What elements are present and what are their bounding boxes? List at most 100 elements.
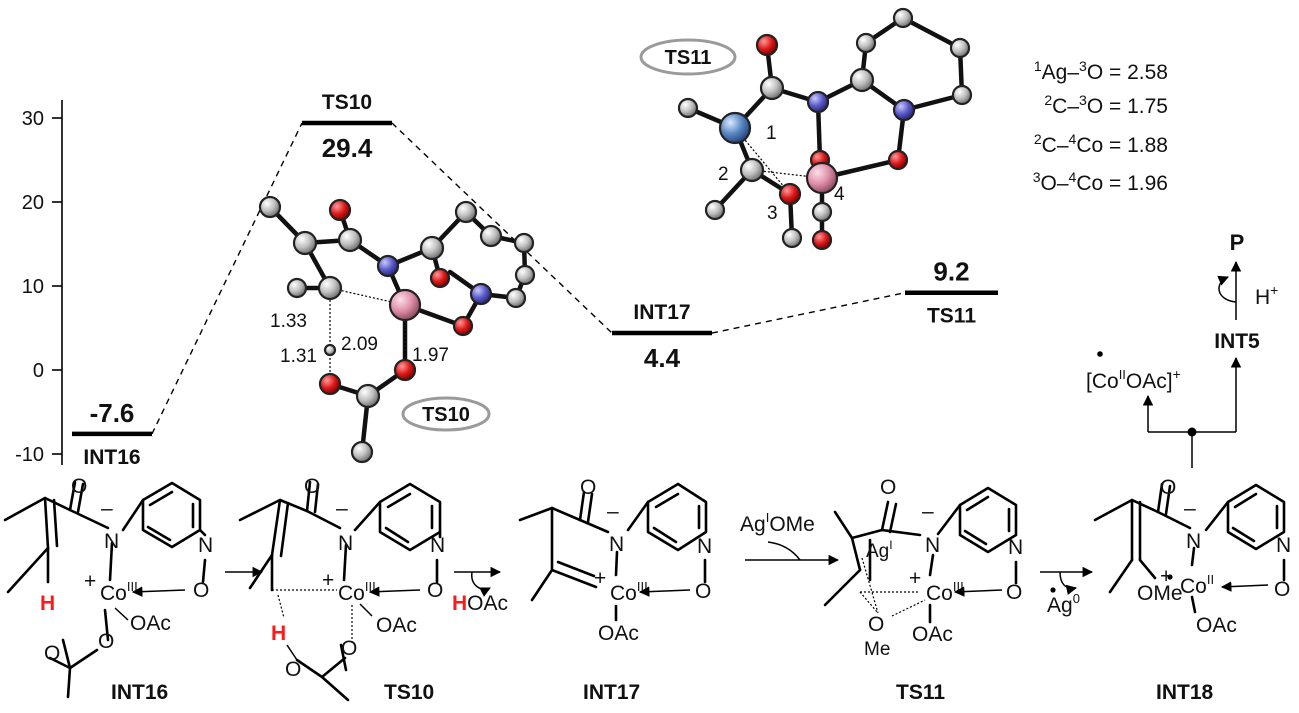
y-tick-label: 20 bbox=[22, 192, 44, 214]
product-p: P bbox=[1230, 230, 1245, 255]
side-scheme: P H+ INT5 [CoIIOAc]+ bbox=[1086, 230, 1278, 468]
state-name-ts10: TS10 bbox=[322, 91, 372, 114]
svg-text:O: O bbox=[98, 630, 114, 653]
state-name-ts11: TS11 bbox=[927, 305, 976, 328]
int17-structure: O N – N O + CoIII OAc INT17 bbox=[518, 476, 712, 704]
ts11-badge bbox=[639, 38, 737, 76]
svg-text:N: N bbox=[697, 535, 712, 558]
ts10-dist-2: 1.31 bbox=[280, 346, 317, 367]
ts10-co: CoIII bbox=[338, 579, 376, 605]
ts10-3d-model: 1.33 1.31 2.09 1.97 TS10 bbox=[258, 195, 536, 464]
int16-co: CoIII bbox=[100, 579, 138, 605]
int16-label: INT16 bbox=[111, 681, 168, 704]
svg-text:N: N bbox=[1008, 536, 1023, 559]
ts11-dist-4: 3O–4Co = 1.96 bbox=[1033, 169, 1168, 195]
state-name-int17: INT17 bbox=[633, 301, 690, 324]
svg-text:N: N bbox=[609, 533, 624, 556]
svg-text:OMe: OMe bbox=[1137, 582, 1183, 605]
h-plus: H+ bbox=[1255, 282, 1278, 309]
svg-text:O: O bbox=[304, 475, 320, 498]
svg-text:+: + bbox=[594, 567, 606, 590]
svg-text:+: + bbox=[1160, 565, 1172, 588]
svg-text:O: O bbox=[1006, 581, 1022, 604]
svg-text:+: + bbox=[84, 570, 96, 593]
svg-text:OAc: OAc bbox=[598, 622, 639, 645]
connector bbox=[151, 122, 303, 435]
svg-text:O: O bbox=[341, 637, 357, 660]
svg-text:Me: Me bbox=[864, 639, 890, 660]
svg-text:O: O bbox=[44, 642, 60, 665]
ts10-dist-3: 2.09 bbox=[341, 334, 378, 355]
svg-text:OAc: OAc bbox=[912, 623, 953, 646]
svg-text:O: O bbox=[71, 475, 87, 498]
int18-co: CoII bbox=[1180, 572, 1214, 598]
svg-text:N: N bbox=[1276, 534, 1291, 557]
hoac: HOAc bbox=[452, 592, 508, 615]
ts11-ag: AgI bbox=[866, 538, 893, 562]
svg-text:N: N bbox=[104, 530, 119, 553]
svg-text:O: O bbox=[1274, 578, 1290, 601]
y-tick-label: 0 bbox=[33, 360, 44, 382]
branch-dot bbox=[1187, 427, 1197, 437]
profile-connectors bbox=[151, 122, 906, 435]
svg-text:O: O bbox=[427, 579, 443, 602]
svg-text:O: O bbox=[580, 476, 596, 499]
ts10-label: TS10 bbox=[384, 681, 434, 704]
svg-text:–: – bbox=[1184, 497, 1196, 520]
radical-dot bbox=[1097, 351, 1103, 357]
ts11-atom-4: 4 bbox=[834, 184, 845, 205]
svg-text:O: O bbox=[285, 658, 301, 681]
svg-text:OAc: OAc bbox=[376, 614, 417, 637]
ts11-structure: O N – N O AgI + CoIII O Me OAc TS11 bbox=[823, 476, 1023, 704]
energy-value-ts10: 29.4 bbox=[322, 133, 373, 163]
svg-text:O: O bbox=[880, 476, 896, 499]
int16-h: H bbox=[40, 592, 55, 615]
ts10-badge-text: TS10 bbox=[422, 404, 470, 426]
int17-co: CoIII bbox=[610, 579, 648, 605]
svg-text:N: N bbox=[430, 534, 445, 557]
svg-text:OAc: OAc bbox=[1196, 614, 1237, 637]
state-name-int16: INT16 bbox=[83, 446, 140, 469]
svg-text:O: O bbox=[868, 613, 884, 636]
y-tick-label: 30 bbox=[22, 108, 44, 130]
svg-text:+: + bbox=[322, 569, 334, 592]
ts11-atoms bbox=[677, 7, 973, 251]
svg-text:O: O bbox=[695, 580, 711, 603]
energy-value-ts11: 9.2 bbox=[933, 257, 969, 287]
connector bbox=[391, 122, 613, 334]
connector bbox=[711, 292, 906, 334]
svg-text:OAc: OAc bbox=[130, 612, 171, 635]
int18-structure: O N – N O + CoII OMe OAc INT18 bbox=[1093, 476, 1291, 704]
ts11-dist-1: 1Ag–3O = 2.58 bbox=[1034, 58, 1168, 84]
svg-text:N: N bbox=[198, 534, 213, 557]
ts10-structure: O N – N O + CoIII OAc O O H TS10 bbox=[238, 475, 445, 704]
ts11-atom-3: 3 bbox=[767, 203, 778, 224]
ts11-atom-2: 2 bbox=[718, 164, 729, 185]
ts11-atom-1: 1 bbox=[766, 123, 777, 144]
ts10-h: H bbox=[271, 622, 286, 645]
energy-value-int17: 4.4 bbox=[644, 343, 681, 373]
ts11-co: CoIII bbox=[926, 579, 964, 605]
int16-structure: O N – N O + CoIII OAc O O H INT16 bbox=[3, 475, 213, 704]
svg-text:–: – bbox=[336, 497, 348, 520]
agome: AgIOMe bbox=[740, 510, 815, 536]
svg-text:O: O bbox=[1160, 476, 1176, 499]
reaction-scheme: O N – N O + CoIII OAc O O H INT16 bbox=[3, 475, 1291, 704]
ts11-3d-model: TS11 bbox=[639, 7, 1168, 251]
energy-value-int16: -7.6 bbox=[90, 398, 135, 428]
ag0: Ag0 bbox=[1047, 591, 1080, 617]
svg-text:N: N bbox=[338, 532, 353, 555]
arrow-h-plus bbox=[1217, 275, 1237, 303]
ts11-badge-text: TS11 bbox=[665, 47, 712, 69]
ts11-dist-2: 2C–3O = 1.75 bbox=[1044, 92, 1168, 118]
y-tick-label: 10 bbox=[22, 276, 44, 298]
ts11-dist-3: 2C–4Co = 1.88 bbox=[1034, 131, 1168, 157]
ts10-dist-1: 1.33 bbox=[270, 311, 307, 332]
svg-text:–: – bbox=[922, 500, 934, 523]
int5-label: INT5 bbox=[1214, 330, 1260, 353]
int17-label: INT17 bbox=[583, 681, 640, 704]
